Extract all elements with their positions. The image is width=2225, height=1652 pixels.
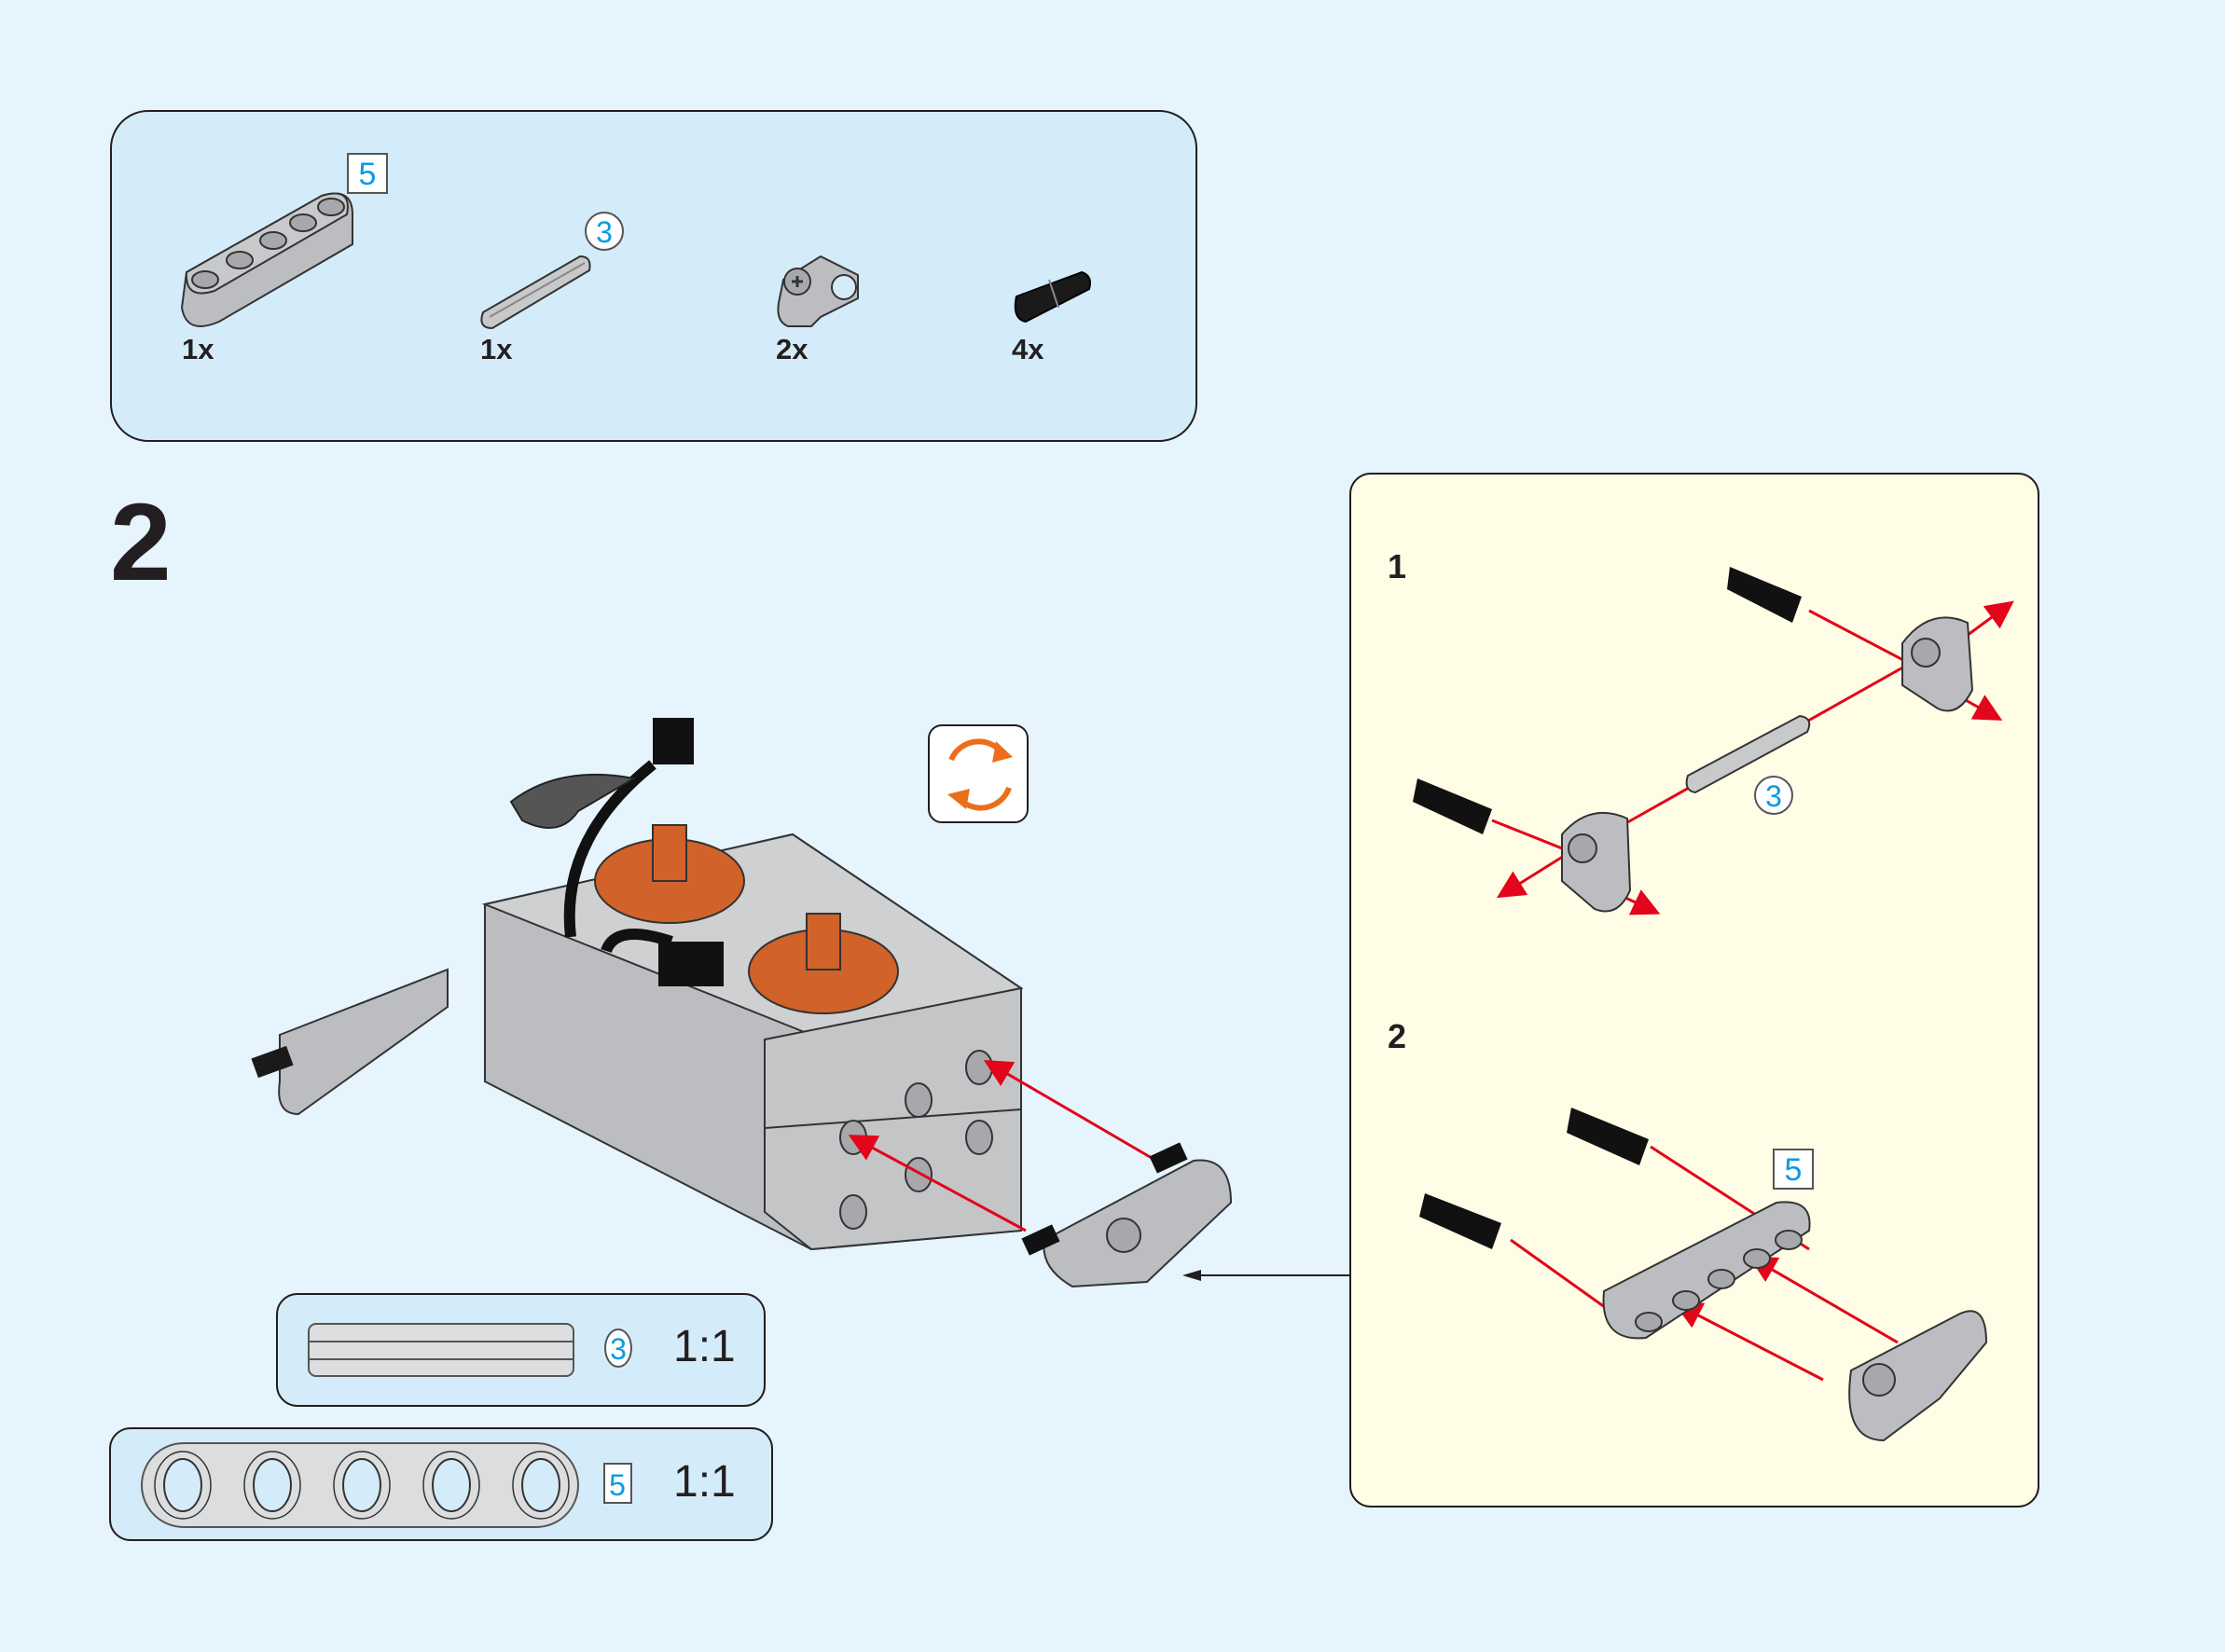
- scale-ratio: 1:1: [673, 1322, 736, 1371]
- length-tag-3: 3: [585, 212, 624, 251]
- battery-box-model: [251, 718, 1024, 1251]
- scale-guide-beam: 5 1:1: [109, 1427, 773, 1541]
- svg-text:3: 3: [1765, 779, 1782, 813]
- rotate-arrows-icon[interactable]: [928, 724, 1029, 823]
- qty-axle: 1x: [480, 333, 513, 365]
- qty-pin: 4x: [1012, 333, 1044, 365]
- connector-part-icon: [777, 255, 859, 327]
- scale-guide-axle: 3 1:1: [276, 1293, 766, 1407]
- svg-text:3: 3: [610, 1332, 627, 1366]
- length-tag-5: 5: [347, 153, 388, 194]
- step-number: 2: [110, 481, 172, 604]
- substep-1-number: 1: [1388, 547, 1406, 585]
- substep-2-number: 2: [1388, 1017, 1406, 1055]
- subassembly-in-model: [1021, 1142, 1233, 1288]
- svg-text:5: 5: [1785, 1152, 1803, 1188]
- svg-text:5: 5: [359, 157, 377, 192]
- pin-part-icon: [1014, 270, 1091, 324]
- axle-tag-3: 3: [1754, 776, 1793, 815]
- scale-ratio: 1:1: [673, 1457, 736, 1507]
- parts-list-panel: 5 1x 3 1x 2x 4x: [110, 110, 1197, 442]
- beam-part-icon: [180, 192, 353, 327]
- subassembly-panel: 1 3 2 5: [1349, 473, 2039, 1507]
- svg-text:5: 5: [609, 1468, 626, 1502]
- qty-connector: 2x: [776, 333, 808, 365]
- axle-part-icon: [480, 255, 591, 330]
- beam-tag-5: 5: [1773, 1149, 1814, 1190]
- svg-text:3: 3: [596, 215, 613, 249]
- qty-beam: 1x: [182, 333, 214, 365]
